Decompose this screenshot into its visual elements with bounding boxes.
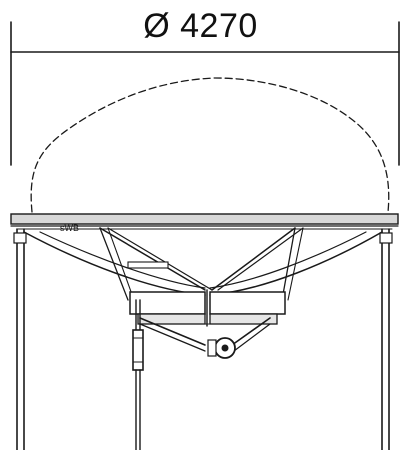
dimension-line — [10, 21, 400, 166]
dome-outline — [30, 77, 390, 213]
pulley-wheel — [207, 337, 236, 359]
central-hub — [129, 289, 286, 327]
platform-plate — [10, 213, 399, 230]
linkage-arms — [139, 317, 271, 352]
diameter-dimension-label: Ø 4270 — [143, 7, 258, 45]
actuator-rod — [132, 299, 144, 450]
truss-frame — [23, 227, 383, 301]
support-legs — [13, 228, 393, 450]
platform-mark: sWB — [60, 223, 79, 233]
